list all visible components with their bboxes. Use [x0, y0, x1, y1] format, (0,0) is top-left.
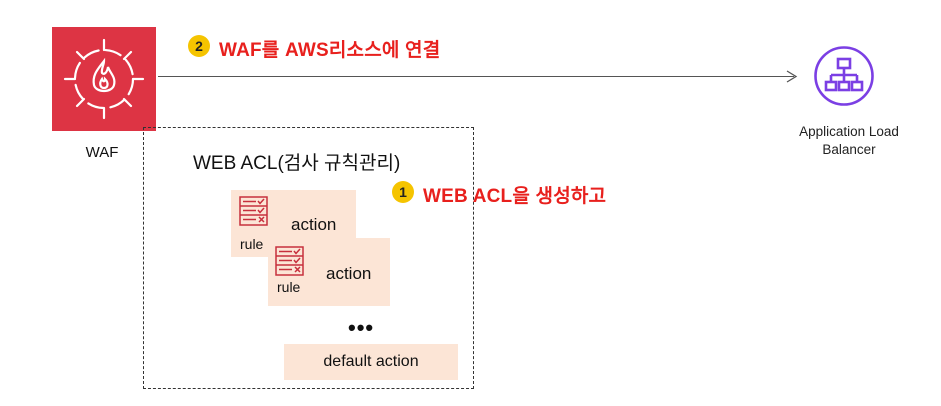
default-action-label: default action [323, 353, 419, 370]
load-balancer-icon [814, 46, 874, 106]
rule-action-label: action [291, 215, 337, 234]
step-2-text: WAF를 AWS리소스에 연결 [219, 40, 441, 61]
rule-label: rule [240, 236, 264, 252]
web-acl-container [143, 127, 474, 389]
rule-action-label: action [326, 264, 372, 283]
rule-label: rule [277, 279, 301, 295]
waf-label: WAF [85, 144, 119, 161]
alb-caption-line2: Balancer [822, 142, 876, 157]
alb-caption-line1: Application Load [799, 124, 899, 139]
web-acl-title: WEB ACL(검사 규칙관리) [193, 153, 401, 174]
firewall-icon [63, 38, 145, 120]
default-action-card: default action [284, 344, 458, 380]
connection-arrow-line [158, 76, 794, 77]
waf-tile [52, 27, 156, 131]
arrow-head-icon [786, 70, 798, 83]
alb-caption: Application Load Balancer [786, 123, 912, 159]
step-2-badge: 2 [188, 35, 210, 57]
step-1-text: WEB ACL을 생성하고 [423, 186, 607, 207]
more-rules-ellipsis: ••• [348, 315, 375, 340]
checklist-icon [239, 196, 268, 226]
rule-card: action rule [268, 238, 390, 306]
checklist-icon [275, 246, 304, 276]
step-1-badge: 1 [392, 181, 414, 203]
